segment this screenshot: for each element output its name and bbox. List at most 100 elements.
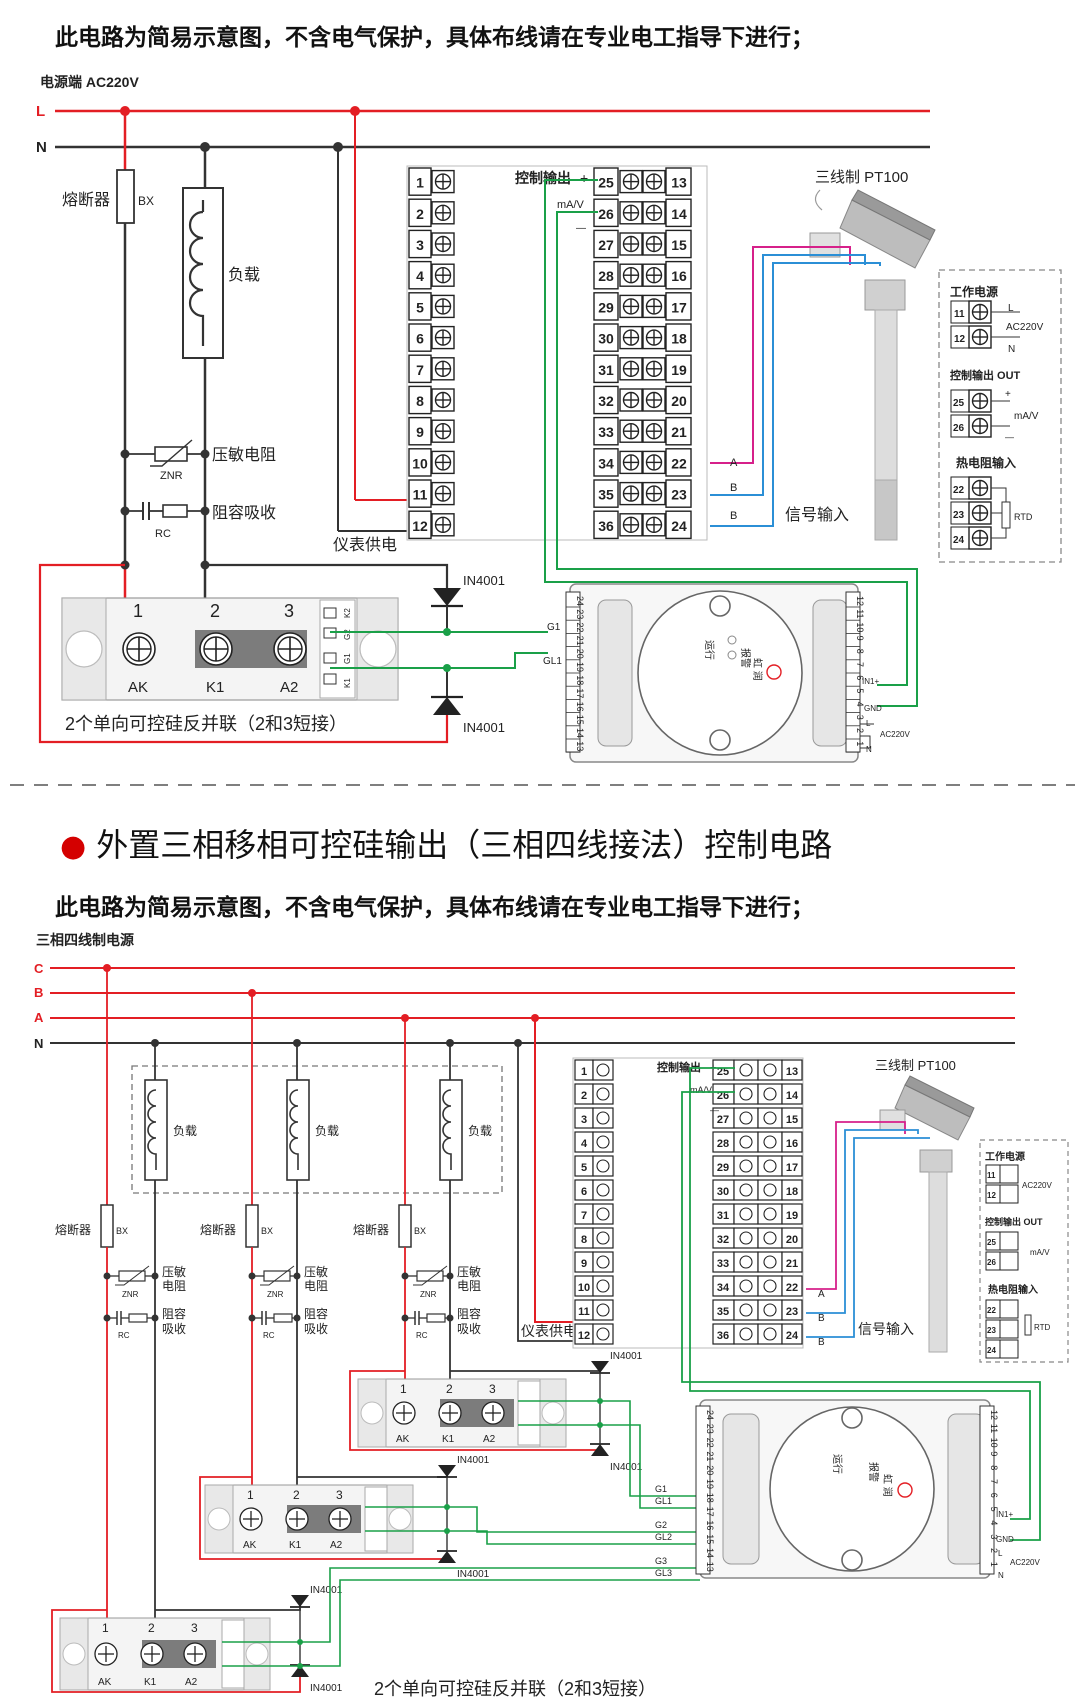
terminal-number: 17 [786, 1162, 798, 1174]
signal-in-label-bottom: 信号输入 [858, 1321, 914, 1337]
module-pin: 17 [575, 688, 585, 698]
module-pin: 5 [855, 688, 865, 693]
pt100-sensor-bottom [879, 1075, 975, 1353]
module-pin: 20 [575, 649, 585, 659]
terminal-number: 36 [598, 518, 614, 534]
scr-label: 1 [102, 1621, 109, 1635]
module-pin: 15 [575, 715, 585, 725]
module-pin: 20 [705, 1465, 715, 1475]
scr-caption: 2个单向可控硅反并联（2和3短接） [65, 714, 347, 734]
scr-module [61, 597, 399, 701]
terminal-number: 36 [717, 1330, 729, 1342]
varistor-label: 电阻 [457, 1279, 481, 1293]
snubber-label: 吸收 [457, 1322, 481, 1336]
scr-label: 1 [400, 1382, 407, 1396]
varistor-label: 压敏 [457, 1264, 481, 1279]
snubber-label: 阻容 [457, 1306, 481, 1321]
module-pin: 5 [989, 1507, 999, 1512]
signal-in-label: 信号输入 [785, 506, 849, 524]
scr-term: AK [98, 1677, 112, 1688]
fuse-code: BX [116, 1226, 128, 1236]
terminal-number: 5 [581, 1162, 587, 1174]
diode [591, 1444, 609, 1456]
line-l-label: L [36, 103, 45, 120]
module-pin: 13 [705, 1562, 715, 1572]
module-pin: 9 [989, 1451, 999, 1456]
terminal-number: 20 [671, 393, 687, 409]
line-b-label: B [34, 985, 43, 1000]
terminal-number: 26 [598, 206, 614, 222]
terminal-number: 9 [581, 1258, 587, 1270]
scr-side-label: G2 [343, 629, 352, 640]
module-pin: 22 [575, 622, 585, 632]
scr-label: 3 [336, 1488, 343, 1502]
terminal-number: 12 [412, 518, 428, 534]
scr-label-2: 2 [210, 601, 220, 621]
scr-term: AK [396, 1434, 410, 1445]
wire-a-label-bottom: A [818, 1289, 825, 1300]
legend-n: N [1008, 344, 1015, 355]
legend-mav: mA/V [1030, 1248, 1050, 1257]
legend-ac: AC220V [1006, 322, 1044, 333]
terminal-number: 7 [416, 362, 424, 378]
legend-rtd-title-bottom: 热电阻输入 [988, 1283, 1038, 1296]
line-c-label: C [34, 961, 44, 976]
terminal-number: 34 [598, 455, 614, 471]
module-pin: 17 [705, 1507, 715, 1517]
bottom-source-label: 三相四线制电源 [36, 932, 134, 948]
terminal-number: 6 [581, 1186, 587, 1198]
meter-power-label: 仪表供电 [333, 536, 397, 554]
fuse [116, 169, 135, 224]
module-pin: 23 [705, 1424, 715, 1434]
wire-b2-label-bottom: B [818, 1337, 825, 1348]
terminal-number: 30 [717, 1186, 729, 1198]
rc-label: RC [263, 1331, 275, 1340]
terminal-number: 31 [598, 362, 614, 378]
terminal-number: 19 [786, 1210, 798, 1222]
terminal-number: 13 [671, 175, 687, 191]
terminal-number: 10 [578, 1282, 590, 1294]
module-gate-label: GL2 [655, 1532, 672, 1542]
terminal-number: 26 [717, 1090, 729, 1102]
module-pin: 2 [989, 1548, 999, 1553]
module-pin: 14 [705, 1548, 715, 1558]
module-pin: 7 [989, 1479, 999, 1484]
scr-label: 3 [191, 1621, 198, 1635]
load-label: 负载 [173, 1124, 197, 1138]
legend-num: 12 [987, 1191, 996, 1200]
wire-b1-label: B [730, 482, 737, 494]
legend: 工作电源 11 12 L AC220V N 控制输出 OUT 25 26 + m… [950, 284, 1044, 550]
load-label: 负载 [315, 1124, 339, 1138]
module-n: N [866, 745, 872, 754]
module-pin: 19 [575, 662, 585, 672]
module-in1: IN1+ [862, 677, 879, 686]
module-pin: 11 [855, 609, 865, 618]
scr-label-1: 1 [133, 601, 143, 621]
terminal-number: 8 [416, 393, 424, 409]
module-l-bottom: L [998, 1549, 1003, 1558]
scr-term: K1 [289, 1540, 302, 1551]
terminal-number: 32 [598, 393, 614, 409]
terminal-number: 16 [786, 1138, 798, 1150]
scr-label: 3 [489, 1382, 496, 1396]
meter-power-label-bottom: 仪表供电 [521, 1323, 577, 1339]
module-pin: 1 [855, 741, 865, 746]
rc-label: RC [118, 1331, 130, 1340]
module-pin: 13 [575, 741, 585, 751]
legend-plus: + [1005, 389, 1011, 400]
module-logo: 虹 润 [751, 658, 764, 681]
legend-minus: — [1005, 432, 1014, 442]
terminal-number: 4 [581, 1138, 588, 1150]
terminal-number: 21 [786, 1258, 798, 1270]
module-pin: 21 [705, 1451, 715, 1461]
legend-box-bottom [979, 1139, 1069, 1363]
terminal-number: 6 [416, 331, 424, 347]
module-pin: 8 [855, 649, 865, 654]
sensor-label: 三线制 PT100 [815, 169, 908, 186]
fuse-code: BX [261, 1226, 273, 1236]
line-a-label: A [34, 1010, 44, 1025]
varistor-label: 压敏 [304, 1264, 328, 1279]
terminal-number: 13 [786, 1066, 798, 1078]
legend-num: 25 [987, 1238, 996, 1247]
